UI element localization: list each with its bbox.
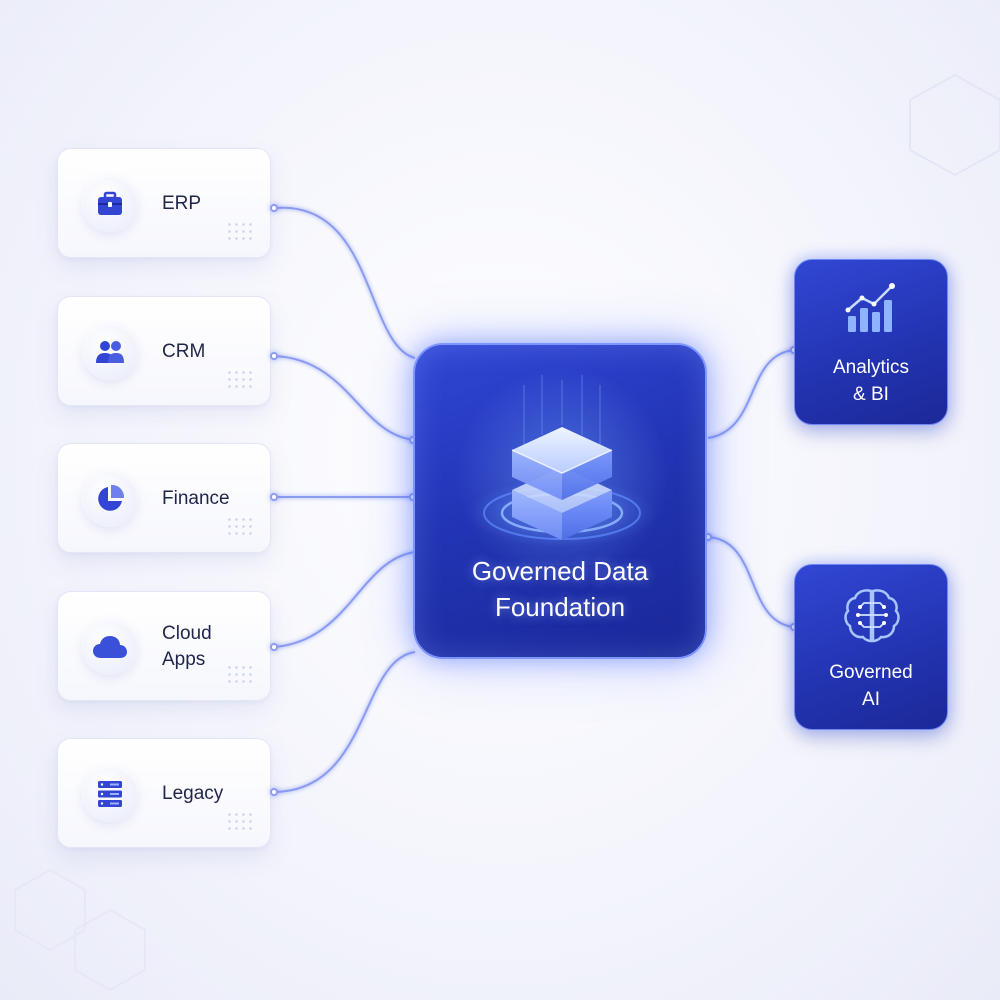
background-hexagon-decoration <box>14 868 146 992</box>
hub-governed-data-foundation[interactable]: Governed Data Foundation <box>413 343 707 659</box>
dot-grid-decoration <box>226 221 256 243</box>
connector-port <box>270 352 278 360</box>
output-label: Analytics & BI <box>832 357 910 405</box>
source-card-legacy[interactable]: Legacy <box>57 738 271 848</box>
cloud-icon <box>82 619 138 675</box>
layers-icon <box>467 375 657 547</box>
source-label: ERP <box>162 193 202 214</box>
source-card-erp[interactable]: ERP <box>57 148 271 258</box>
connector-port <box>270 204 278 212</box>
brain-circuit-icon <box>844 589 900 643</box>
bar-chart-trend-icon <box>845 283 895 332</box>
hub-title-text: Governed Data Foundation <box>471 556 649 622</box>
dot-grid-decoration <box>226 811 256 833</box>
connector-port <box>270 788 278 796</box>
connector-port <box>270 493 278 501</box>
source-card-cloud-apps[interactable]: Cloud Apps <box>57 591 271 701</box>
source-card-finance[interactable]: Finance <box>57 443 271 553</box>
connector-legacy-to-hub <box>274 651 416 793</box>
source-label: CRM <box>162 341 206 362</box>
connector-cloud-to-hub <box>274 551 416 648</box>
users-icon <box>82 324 138 380</box>
dot-grid-decoration <box>226 369 256 391</box>
dot-grid-decoration <box>226 516 256 538</box>
connector-crm-to-hub <box>274 355 416 441</box>
output-card-analytics-bi[interactable]: Analytics & BI <box>794 259 948 425</box>
source-card-crm[interactable]: CRM <box>57 296 271 406</box>
connector-erp-to-hub <box>274 206 416 359</box>
briefcase-icon <box>82 176 138 232</box>
source-label: Finance <box>162 488 230 509</box>
background-hexagon-decoration <box>909 73 1000 177</box>
server-icon <box>82 766 138 822</box>
output-card-governed-ai[interactable]: Governed AI <box>794 564 948 730</box>
output-label: Governed AI <box>829 662 913 710</box>
pie-chart-icon <box>82 471 138 527</box>
source-label: Legacy <box>162 783 224 804</box>
dot-grid-decoration <box>226 664 256 686</box>
hub-title: Governed Data Foundation <box>415 553 705 625</box>
connector-hub-to-ai <box>707 536 795 628</box>
source-label: Cloud Apps <box>162 623 212 670</box>
connector-port <box>270 643 278 651</box>
connector-hub-to-analytics <box>707 349 795 439</box>
